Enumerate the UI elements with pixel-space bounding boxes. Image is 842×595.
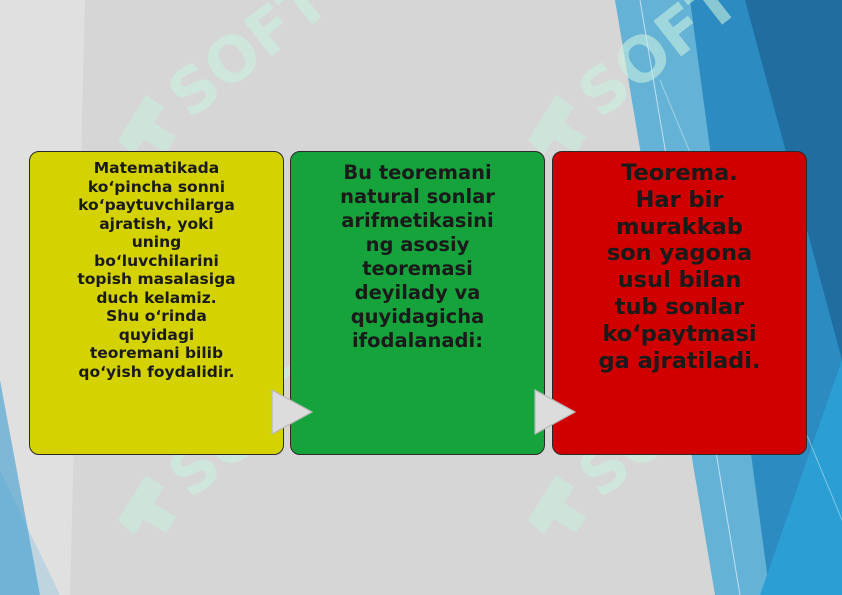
process-step-text-2: Bu teoremani natural sonlar arifmetikasi… <box>340 161 495 352</box>
process-step-text-3: Teorema. Har bir murakkab son yagona usu… <box>598 160 761 374</box>
arrow-right-icon <box>534 388 577 436</box>
left-panel-blue <box>0 380 40 595</box>
process-step-text-1: Matematikada ko‘pincha sonni ko‘paytuvch… <box>77 159 236 381</box>
process-step-box-2: Bu teoremani natural sonlar arifmetikasi… <box>290 151 545 455</box>
blue-panel-bottom <box>760 360 842 595</box>
process-step-box-3: Teorema. Har bir murakkab son yagona usu… <box>552 151 807 455</box>
watermark-mark <box>118 95 586 535</box>
arrow-right-icon <box>271 388 314 436</box>
process-step-box-1: Matematikada ko‘pincha sonni ko‘paytuvch… <box>29 151 284 455</box>
